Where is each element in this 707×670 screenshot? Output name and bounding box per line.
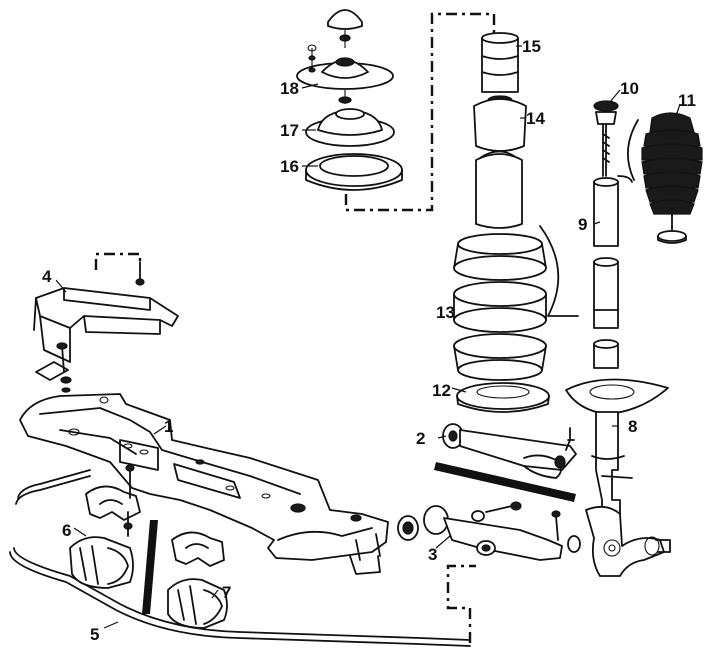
- callout-4: 4: [42, 267, 52, 286]
- stabilizer-bush-and-clamp-left: [69, 464, 141, 589]
- dashed-connector-top: [344, 12, 496, 212]
- shock-absorber-insert: [593, 100, 633, 329]
- protective-boot: [473, 98, 527, 152]
- callout-6: 6: [62, 521, 71, 540]
- stabilizer-bar: [9, 469, 471, 647]
- bump-stop-and-boot: [473, 32, 527, 229]
- strut-top-mount-assembly: [296, 9, 403, 191]
- bump-stop: [481, 37, 519, 93]
- callout-8: 8: [628, 417, 637, 436]
- callout-18: 18: [280, 79, 299, 98]
- callout-9: 9: [578, 215, 587, 234]
- callout-7: 7: [222, 583, 231, 602]
- lower-spring-seat: [456, 382, 550, 413]
- callout-16: 16: [280, 157, 299, 176]
- mark-bar-2: [434, 462, 576, 502]
- track-control-arm: [442, 423, 577, 479]
- mark-bar-6: [142, 520, 158, 614]
- leader-lines: [55, 45, 681, 629]
- callout-11: 11: [678, 91, 696, 110]
- strut-tube: [565, 339, 671, 577]
- callout-2: 2: [416, 429, 425, 448]
- spring-brace-line: [539, 225, 560, 317]
- dust-cap: [327, 9, 363, 30]
- callout-1: 1: [164, 417, 173, 436]
- callout-10: 10: [620, 79, 639, 98]
- callout-13: 13: [436, 303, 455, 322]
- callout-17: 17: [280, 121, 299, 140]
- callout-3: 3: [428, 545, 437, 564]
- gaiter-bellows: [641, 112, 703, 244]
- reinforcement-bracket: [33, 261, 179, 393]
- callout-12: 12: [432, 381, 451, 400]
- callout-14: 14: [526, 109, 545, 128]
- front-crossmember: [19, 393, 389, 575]
- stabilizer-bush-and-clamp-right: [167, 531, 228, 629]
- dashed-connector-stabilizer: [446, 564, 476, 643]
- coil-spring: [453, 233, 547, 381]
- callout-5: 5: [90, 625, 99, 644]
- callout-15: 15: [522, 37, 541, 56]
- lower-wishbone: [397, 501, 581, 561]
- dashed-connector-bracket: [94, 252, 142, 270]
